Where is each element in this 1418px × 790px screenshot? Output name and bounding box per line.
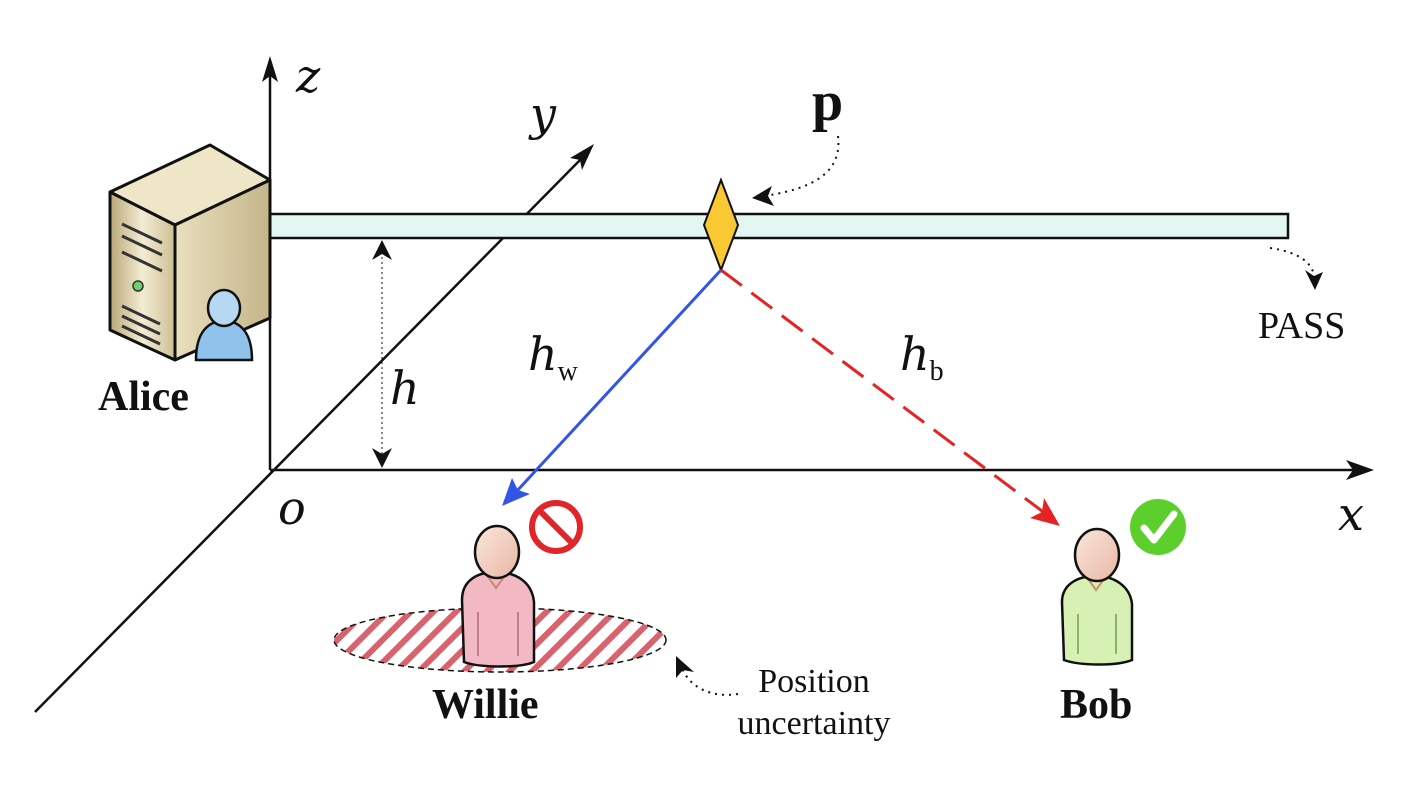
height-label: h: [390, 361, 420, 415]
server-side: [173, 178, 272, 362]
alice-label: Alice: [98, 374, 189, 420]
pinch-point-label: p: [812, 71, 843, 133]
pass-label: PASS: [1258, 305, 1345, 347]
willie-link-label: hw: [528, 327, 579, 387]
uncertainty-label-line2: uncertainty: [738, 705, 891, 742]
server-led: [132, 280, 144, 292]
point-pointer: [763, 135, 840, 197]
y-axis: [34, 155, 585, 713]
y-axis-arrowhead: [570, 144, 594, 170]
uncertainty-label-line1: Position: [758, 663, 869, 700]
willie-link-arrowhead: [502, 478, 530, 506]
pinch-point-marker: [702, 177, 740, 273]
bob-link: [720, 268, 1047, 516]
origin-label: o: [278, 481, 306, 535]
y-axis-label: y: [528, 87, 557, 141]
check-icon: [1130, 499, 1186, 555]
bob-link-arrowhead: [1030, 498, 1060, 526]
uncertainty-pointer: [681, 667, 739, 696]
bob-person-icon: [1060, 527, 1134, 666]
height-arrow-bottom: [372, 448, 392, 468]
willie-person-icon: [460, 524, 536, 668]
bob-label: Bob: [1060, 682, 1132, 728]
x-axis-label: x: [1338, 487, 1364, 541]
blocked-icon: [529, 500, 583, 554]
server-icon: [108, 143, 272, 362]
point-pointer-arrowhead: [752, 186, 774, 206]
user-icon: [194, 288, 254, 362]
willie-label: Willie: [432, 682, 539, 728]
bob-link-label: hb: [900, 327, 944, 387]
x-axis-arrowhead: [1346, 460, 1374, 480]
willie-link: [514, 268, 723, 494]
waveguide: [268, 212, 1290, 240]
uncertainty-pointer-arrowhead: [676, 656, 694, 678]
height-arrow-top: [372, 240, 392, 260]
z-axis-label: z: [295, 49, 321, 103]
pass-pointer-arrowhead: [1305, 270, 1323, 290]
z-axis-arrowhead: [262, 56, 278, 82]
